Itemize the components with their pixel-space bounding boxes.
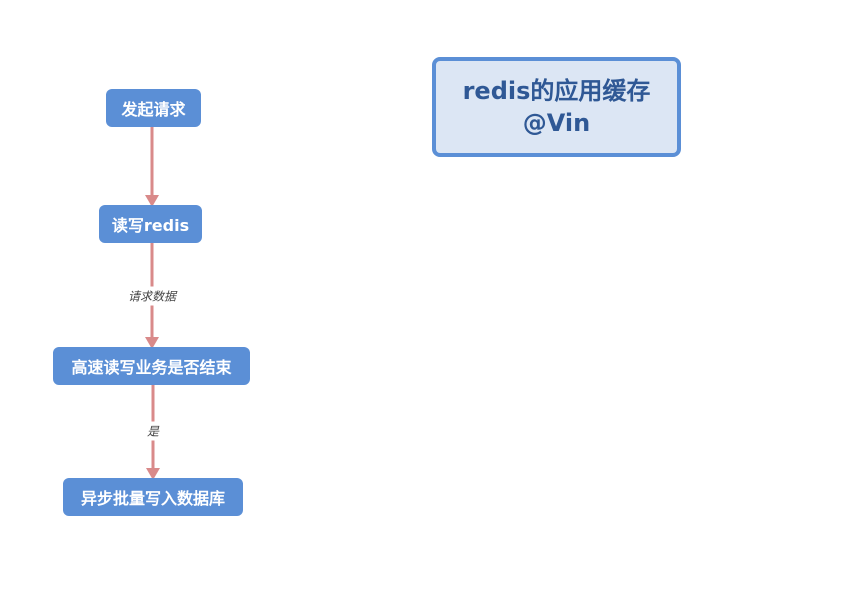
edge-label-request-data: 请求数据 (125, 286, 179, 306)
flow-node-start[interactable]: 发起请求 (106, 89, 201, 127)
diagram-title-box[interactable]: redis的应用缓存 @Vin (432, 57, 681, 157)
arrowhead-readwrite (145, 195, 159, 207)
flow-node-check-done[interactable]: 高速读写业务是否结束 (53, 347, 250, 385)
flow-node-async-write-db[interactable]: 异步批量写入数据库 (63, 478, 243, 516)
diagram-author: @Vin (522, 109, 591, 137)
edge-label-yes: 是 (144, 421, 162, 441)
arrowhead-asyncwrite (146, 468, 160, 480)
arrowhead-check (145, 337, 159, 349)
diagram-title: redis的应用缓存 (462, 77, 651, 105)
flow-node-read-write-redis[interactable]: 读写redis (99, 205, 202, 243)
